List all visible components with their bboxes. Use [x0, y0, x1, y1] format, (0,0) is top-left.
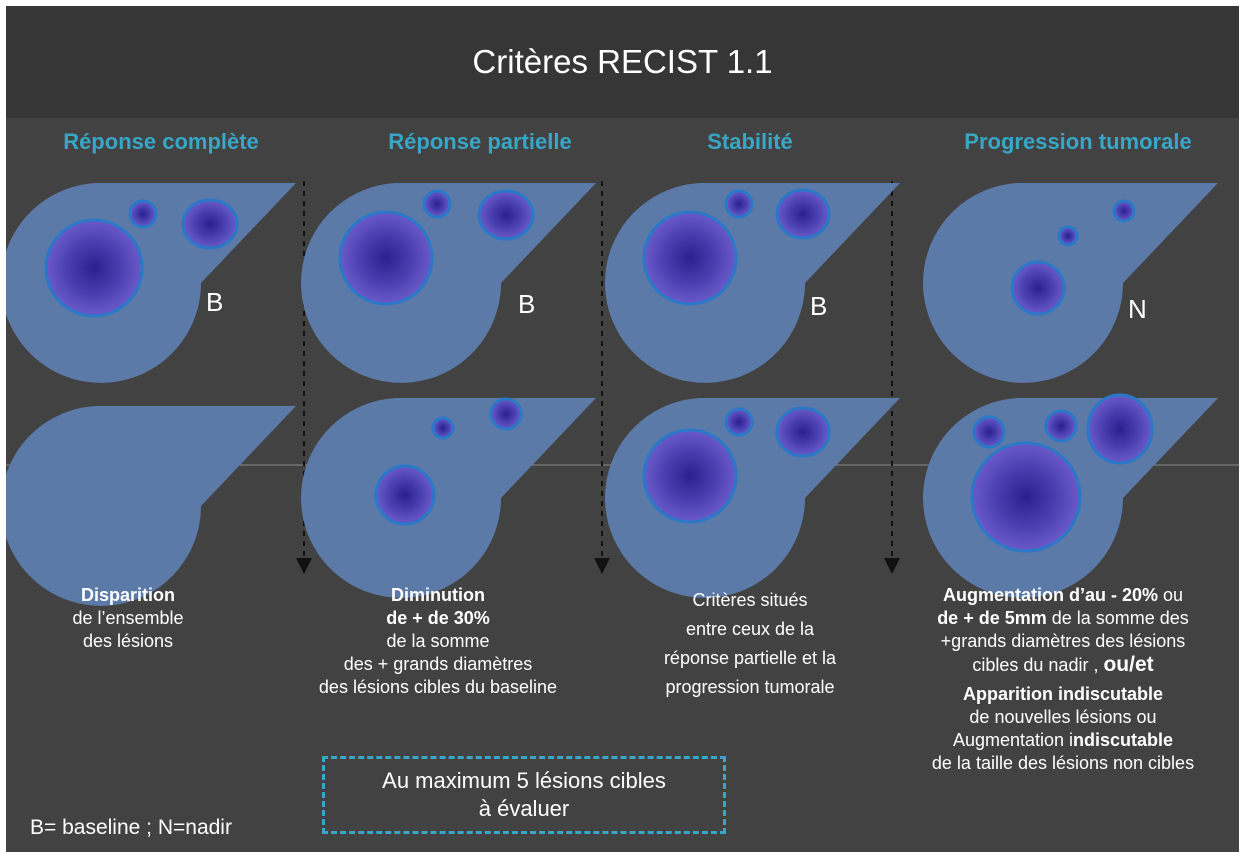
desc-line: de + de 5mm — [937, 608, 1047, 628]
lesion — [642, 210, 738, 306]
heading-complete-response: Réponse complète — [63, 129, 259, 154]
lesion — [44, 218, 144, 318]
title: Critères RECIST 1.1 — [472, 43, 773, 80]
baseline-letter: B — [518, 289, 535, 319]
desc-progression: Augmentation d’au - 20% ou de + de 5mm d… — [888, 584, 1238, 775]
desc-line: de + de 30% — [386, 608, 490, 628]
desc-line: de l’ensemble — [72, 608, 184, 628]
max-target-lesions-box: Au maximum 5 lésions cibles à évaluer — [322, 756, 726, 834]
desc-line: ndiscutable — [1073, 730, 1174, 750]
diagram-art: B B — [6, 181, 1239, 606]
organ-complete-followup — [6, 406, 297, 606]
desc-line: Augmentation d’au - 20% — [942, 585, 1158, 605]
desc-line: de la somme des — [1046, 608, 1189, 628]
desc-line: progression tumorale — [665, 677, 835, 697]
desc-line: de la taille des lésions non cibles — [931, 753, 1195, 773]
organ-progression-nadir: N — [923, 183, 1218, 383]
desc-line: +grands diamètres des lésions — [940, 631, 1186, 651]
desc-line: réponse partielle et la — [663, 648, 837, 668]
desc-line: Augmentation i — [952, 730, 1074, 750]
lesion — [1112, 199, 1136, 223]
desc-line: Diminution — [391, 585, 485, 605]
lesion — [431, 416, 455, 440]
lesion — [422, 189, 452, 219]
organ-progression-followup — [923, 393, 1218, 598]
lesion — [1044, 409, 1078, 443]
desc-line: cibles du nadir , — [972, 655, 1104, 675]
lesion — [338, 210, 434, 306]
max-box-line: Au maximum 5 lésions cibles — [382, 768, 666, 793]
lesion — [477, 189, 535, 241]
desc-complete-response: Disparition de l’ensemble des lésions — [38, 584, 218, 653]
organ-partial-followup — [301, 397, 596, 598]
max-box-line: à évaluer — [478, 796, 570, 821]
organ-stable-baseline: B — [605, 183, 900, 383]
lesion — [489, 397, 523, 431]
desc-line: ndiscutable — [1062, 684, 1164, 704]
desc-line: ou/et — [1103, 653, 1154, 676]
organ-stable-followup — [605, 398, 900, 598]
lesion — [1057, 225, 1079, 247]
desc-line: Apparition i — [962, 684, 1063, 704]
lesion — [724, 189, 754, 219]
lesion — [970, 441, 1082, 553]
desc-line: entre ceux de la — [685, 619, 815, 639]
lesion — [972, 415, 1006, 449]
heading-progression: Progression tumorale — [964, 129, 1192, 154]
lesion — [642, 428, 738, 524]
organ-partial-baseline: B — [301, 183, 596, 383]
baseline-letter: B — [206, 287, 223, 317]
lesion — [181, 198, 239, 250]
lesion — [724, 407, 754, 437]
desc-partial-response: Diminution de + de 30% de la somme des +… — [278, 584, 598, 699]
desc-line: des lésions — [82, 631, 174, 651]
desc-stable-disease: Critères situés entre ceux de la réponse… — [610, 586, 890, 702]
desc-line: Disparition — [80, 585, 175, 605]
slide: Critères RECIST 1.1 Réponse complète Rép… — [6, 6, 1239, 852]
lesion — [1010, 260, 1066, 316]
legend: B= baseline ; N=nadir — [30, 816, 232, 839]
desc-line: des + grands diamètres — [343, 654, 533, 674]
lesion — [374, 464, 436, 526]
desc-line: de nouvelles lésions ou — [969, 707, 1157, 727]
lesion — [775, 188, 831, 240]
heading-partial-response: Réponse partielle — [388, 129, 572, 154]
baseline-letter: B — [810, 291, 827, 321]
desc-line: Critères situés — [692, 590, 808, 610]
desc-line: ou — [1157, 585, 1184, 605]
lesion — [1086, 393, 1154, 465]
desc-line: des lésions cibles du baseline — [318, 677, 558, 697]
organ-complete-baseline: B — [6, 183, 297, 383]
title-band — [6, 6, 1239, 118]
lesion — [128, 199, 158, 229]
lesion — [775, 406, 831, 458]
heading-stable-disease: Stabilité — [707, 129, 793, 154]
desc-line: de la somme — [386, 631, 490, 651]
nadir-letter: N — [1128, 294, 1147, 324]
